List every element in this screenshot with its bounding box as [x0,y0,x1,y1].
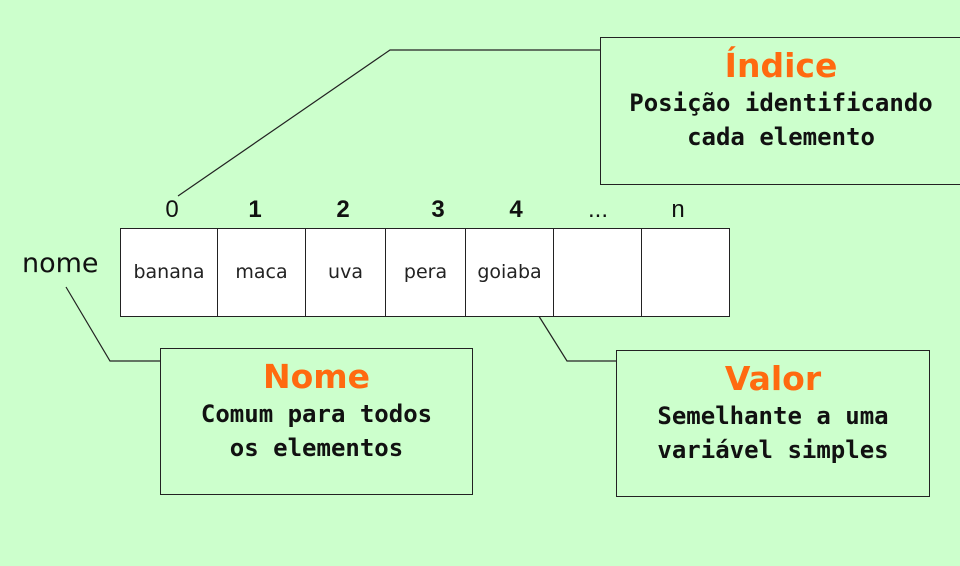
array-cell-4: goiaba [466,229,554,316]
nome-title: Nome [262,357,371,396]
nome-callout: Nome Comum para todos os elementos [160,348,473,495]
array-cell-0: banana [121,229,218,316]
valor-title: Valor [724,359,822,398]
index-label-1: 1 [248,196,262,223]
index-label-0: 0 [165,196,179,223]
array-cell-2: uva [306,229,386,316]
valor-description: Semelhante a uma variável simples [657,401,889,465]
array-cell-1: maca [218,229,306,316]
index-label-ellipsis: ... [587,196,608,223]
array-cell-3: pera [386,229,466,316]
indice-description: Posição identificando cada elemento [629,88,933,152]
index-label-3: 3 [431,196,445,223]
array-cell-6 [642,229,729,316]
nome-connector [65,286,160,362]
array-cell-5 [554,229,642,316]
array-name-label: nome [22,248,99,279]
nome-description: Comum para todos os elementos [200,399,433,463]
index-label-n: n [671,196,685,223]
indice-connector [177,49,600,197]
index-label-2: 2 [336,196,350,223]
indice-callout: Índice Posição identificando cada elemen… [600,37,960,185]
indice-title: Índice [724,46,838,85]
array-cells: banana maca uva pera goiaba [120,228,730,317]
valor-callout: Valor Semelhante a uma variável simples [616,350,930,497]
index-label-4: 4 [509,196,523,223]
